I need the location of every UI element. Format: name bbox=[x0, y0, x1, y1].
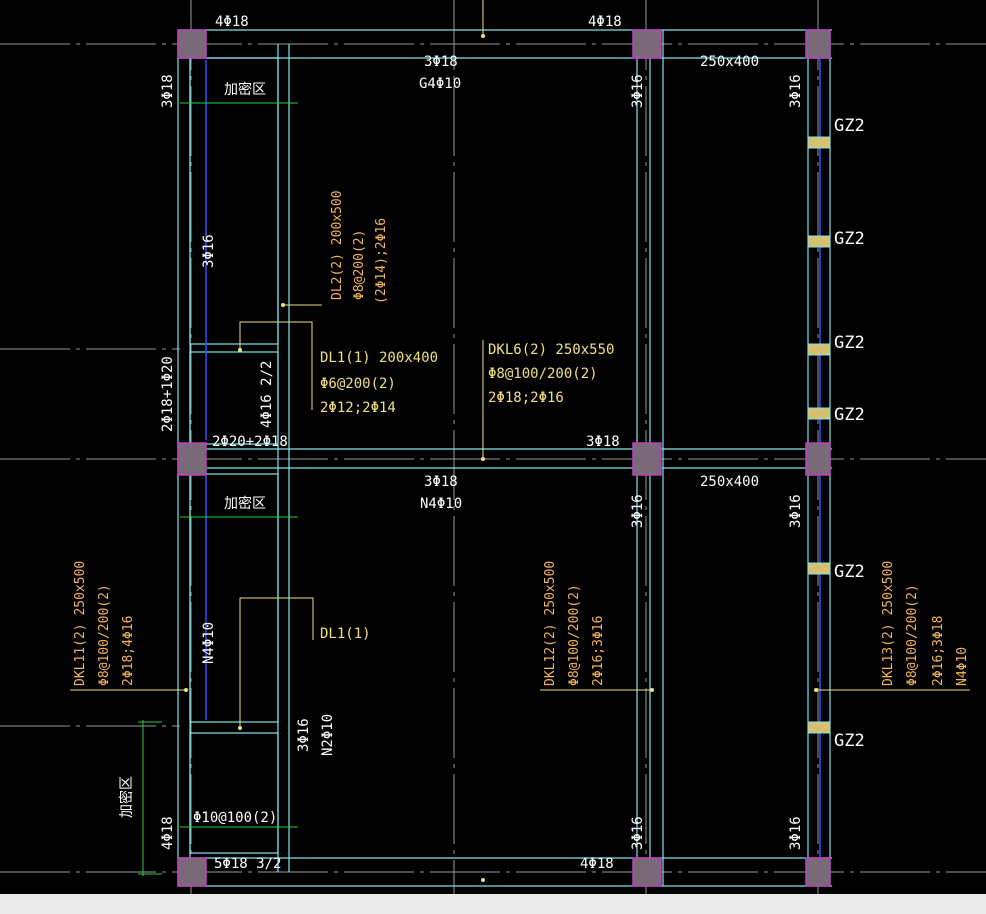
gz-label: GZ2 bbox=[834, 405, 865, 425]
status-strip bbox=[0, 894, 986, 914]
bot-left-rebar: 5Φ18 3/2 bbox=[214, 856, 281, 872]
mid-span-a: 3Φ18 bbox=[424, 474, 458, 490]
dkl12-line1: DKL12(2) 250x500 bbox=[543, 561, 558, 686]
col-right-mid: 3Φ16 bbox=[788, 494, 804, 528]
gz-label: GZ2 bbox=[834, 562, 865, 582]
stirrup-label: Φ10@100(2) bbox=[193, 810, 277, 826]
dl1a-line2: Φ6@200(2) bbox=[320, 376, 396, 392]
col-right-bot: 3Φ16 bbox=[788, 816, 804, 850]
columns bbox=[177, 29, 831, 887]
drawing-canvas[interactable]: 4Φ18 4Φ18 3Φ18 G4Φ10 250x400 加密区 3Φ18 3Φ… bbox=[0, 0, 986, 894]
column-c1 bbox=[805, 29, 831, 59]
n4-left: N4Φ10 bbox=[201, 622, 217, 664]
dkl6-line1: DKL6(2) 250x550 bbox=[488, 342, 614, 358]
col-right-top: 3Φ16 bbox=[788, 74, 804, 108]
dkl11-line3: 2Φ18;4Φ16 bbox=[121, 616, 136, 686]
dl2-line1: DL2(2) 200x500 bbox=[330, 190, 345, 300]
mid-span-b: N4Φ10 bbox=[420, 496, 462, 512]
left-col-top: 3Φ18 bbox=[160, 74, 176, 108]
gz-label: GZ2 bbox=[834, 229, 865, 249]
column-b2 bbox=[632, 442, 662, 476]
dkl6-line2: Φ8@100/200(2) bbox=[488, 366, 598, 382]
dl2-line2: Φ8@200(2) bbox=[352, 230, 367, 300]
dkl13-line2: Φ8@100/200(2) bbox=[905, 584, 920, 686]
leader-dots bbox=[184, 34, 818, 882]
left-dense-mid: 加密区 bbox=[224, 495, 266, 512]
left-dense-top: 加密区 bbox=[224, 81, 266, 98]
col-mid-mid: 3Φ16 bbox=[630, 494, 646, 528]
column-c2 bbox=[805, 442, 831, 476]
lower-n2: N2Φ10 bbox=[320, 714, 336, 756]
top-left-rebar: 4Φ18 bbox=[215, 14, 249, 30]
left-inner: 3Φ16 bbox=[201, 234, 217, 268]
dkl13-line4: N4Φ10 bbox=[955, 647, 970, 686]
leader-lines bbox=[70, 0, 970, 728]
dkl12-line2: Φ8@100/200(2) bbox=[567, 584, 582, 686]
dl2-line3: (2Φ14);2Φ16 bbox=[374, 218, 389, 304]
dl1b: DL1(1) bbox=[320, 626, 371, 642]
col-mid-bot: 3Φ16 bbox=[630, 816, 646, 850]
column-b3 bbox=[632, 857, 662, 887]
dkl6-line3: 2Φ18;2Φ16 bbox=[488, 390, 564, 406]
top-span-b: G4Φ10 bbox=[419, 76, 461, 92]
dl1a-line1: DL1(1) 200x400 bbox=[320, 350, 438, 366]
left-mid-v: 2Φ18+1Φ20 bbox=[160, 356, 176, 432]
mid-left-rebar: 2Φ20+2Φ18 bbox=[212, 434, 288, 450]
column-a1 bbox=[177, 29, 207, 59]
top-right-size: 250x400 bbox=[700, 54, 759, 70]
dl1a-line3: 2Φ12;2Φ14 bbox=[320, 400, 396, 416]
dkl11-line1: DKL11(2) 250x500 bbox=[73, 561, 88, 686]
top-span-a: 3Φ18 bbox=[424, 54, 458, 70]
dimension-lines bbox=[138, 102, 298, 876]
mid-right-rebar: 3Φ18 bbox=[586, 434, 620, 450]
gz-label: GZ2 bbox=[834, 333, 865, 353]
gz-label: GZ2 bbox=[834, 116, 865, 136]
gz-label: GZ2 bbox=[834, 731, 865, 751]
column-c3 bbox=[805, 857, 831, 887]
inner-4phi16: 4Φ16 2/2 bbox=[259, 361, 275, 428]
lower-3phi16: 3Φ16 bbox=[296, 718, 312, 752]
dkl13-line3: 2Φ16;3Φ18 bbox=[931, 616, 946, 686]
mid-right-size: 250x400 bbox=[700, 474, 759, 490]
bot-mid-rebar: 4Φ18 bbox=[580, 856, 614, 872]
column-a2 bbox=[177, 442, 207, 476]
dense-dim: 加密区 bbox=[118, 776, 135, 818]
dkl11-line2: Φ8@100/200(2) bbox=[97, 584, 112, 686]
col-mid-top: 3Φ16 bbox=[630, 74, 646, 108]
column-b1 bbox=[632, 29, 662, 59]
dkl12-line3: 2Φ16;3Φ16 bbox=[591, 616, 606, 686]
dkl13-line1: DKL13(2) 250x500 bbox=[881, 561, 896, 686]
top-mid-rebar: 4Φ18 bbox=[588, 14, 622, 30]
gz-columns bbox=[807, 136, 831, 734]
left-col-bot: 4Φ18 bbox=[160, 816, 176, 850]
column-a3 bbox=[177, 857, 207, 887]
structural-plan: 4Φ18 4Φ18 3Φ18 G4Φ10 250x400 加密区 3Φ18 3Φ… bbox=[0, 0, 986, 894]
beam-outlines bbox=[177, 29, 832, 887]
